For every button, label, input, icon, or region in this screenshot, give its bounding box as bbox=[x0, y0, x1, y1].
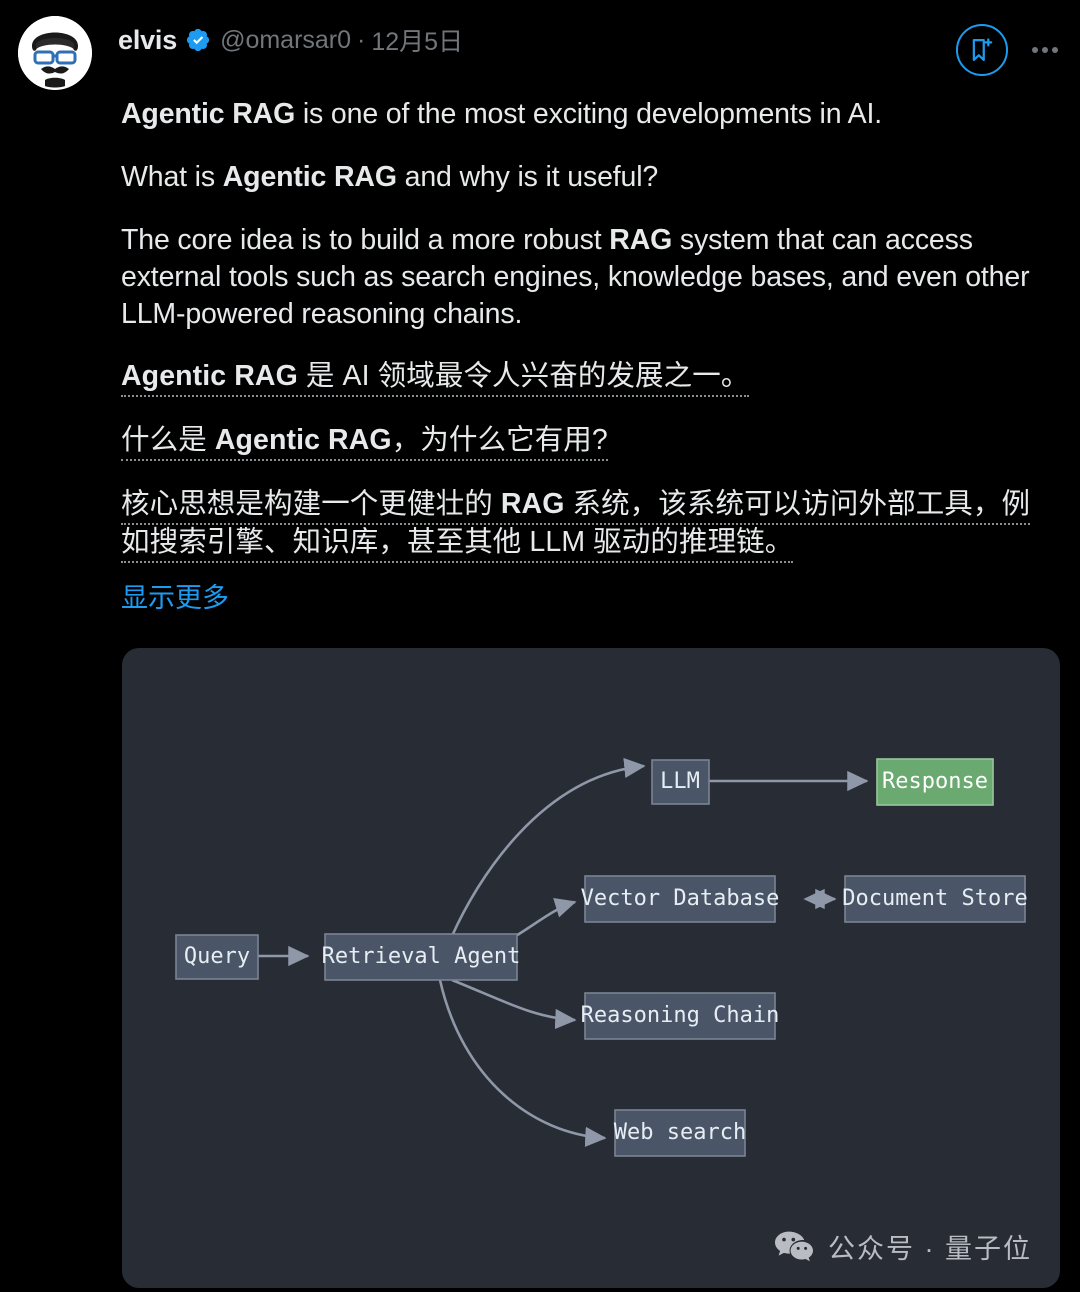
diagram-card[interactable]: Query Retrieval Agent LLM Response Vecto… bbox=[122, 648, 1060, 1288]
paragraph-zh-1-bold: Agentic RAG bbox=[121, 360, 298, 392]
paragraph-en-3: The core idea is to build a more robust … bbox=[121, 222, 1042, 333]
paragraph-en-2-bold: Agentic RAG bbox=[222, 161, 397, 193]
paragraph-zh-2-pre: 什么是 bbox=[121, 424, 215, 456]
more-dot bbox=[1032, 47, 1038, 53]
paragraph-en-1-bold: Agentic RAG bbox=[121, 98, 296, 130]
paragraph-zh-2: 什么是 Agentic RAG，为什么它有用? bbox=[121, 421, 1042, 461]
author-handle[interactable]: @omarsar0 bbox=[220, 25, 352, 54]
header-actions bbox=[956, 14, 1062, 76]
paragraph-zh-3-pre: 核心思想是构建一个更健壮的 bbox=[121, 488, 501, 520]
paragraph-en-3-post: system that can access external tools su… bbox=[121, 224, 1030, 330]
more-dot bbox=[1052, 47, 1058, 53]
node-llm: LLM bbox=[651, 759, 710, 805]
edge-agent-reasoning bbox=[451, 978, 577, 1030]
node-document-store: Document Store bbox=[842, 875, 1028, 923]
more-horizontal-icon[interactable] bbox=[1028, 33, 1062, 67]
author-line: elvis @omarsar0 · 12月5日 bbox=[92, 14, 956, 58]
watermark-text: 公众号 · 量子位 bbox=[828, 1234, 1032, 1264]
paragraph-zh-1: Agentic RAG 是 AI 领域最令人兴奋的发展之一。 bbox=[121, 357, 1042, 397]
paragraph-zh-3-bold: RAG bbox=[500, 488, 565, 520]
paragraph-zh-2-post: ，为什么它有用? bbox=[391, 424, 608, 456]
paragraph-zh-2-bold: Agentic RAG bbox=[214, 424, 392, 456]
wechat-icon bbox=[774, 1230, 814, 1264]
display-name[interactable]: elvis bbox=[118, 24, 178, 55]
node-query: Query bbox=[175, 934, 259, 980]
edge-agent-websearch bbox=[438, 979, 607, 1148]
tweet-body: Agentic RAG is one of the most exciting … bbox=[18, 96, 1062, 615]
svg-text:Web search: Web search bbox=[614, 1120, 746, 1145]
paragraph-en-2: What is Agentic RAG and why is it useful… bbox=[121, 159, 1042, 196]
paragraph-zh-3-underline: 核心思想是构建一个更健壮的 RAG 系统，该系统可以访问外部工具，例如搜索引擎、… bbox=[121, 488, 1031, 563]
watermark: 公众号 · 量子位 bbox=[774, 1227, 1032, 1266]
node-retrieval-agent: Retrieval Agent bbox=[322, 933, 521, 981]
paragraph-zh-1-underline: Agentic RAG 是 AI 领域最令人兴奋的发展之一。 bbox=[121, 360, 750, 397]
svg-text:Vector Database: Vector Database bbox=[581, 886, 780, 911]
svg-text:Query: Query bbox=[184, 944, 250, 969]
node-response: Response bbox=[876, 758, 994, 806]
paragraph-en-2-post: and why is it useful? bbox=[396, 161, 659, 193]
paragraph-en-1-rest: is one of the most exciting developments… bbox=[295, 98, 882, 130]
paragraph-en-3-bold: RAG bbox=[609, 224, 673, 256]
paragraph-en-3-pre: The core idea is to build a more robust bbox=[121, 224, 610, 256]
paragraph-zh-3-post: 系统，该系统可以访问外部工具，例如搜索引擎、知识库，甚至其他 LLM 驱动的推理… bbox=[121, 488, 1031, 558]
separator: · bbox=[357, 25, 366, 54]
paragraph-en-2-pre: What is bbox=[121, 161, 223, 193]
show-more-link[interactable]: 显示更多 bbox=[121, 583, 229, 613]
node-vector-database: Vector Database bbox=[581, 875, 780, 923]
verified-badge-icon bbox=[185, 27, 211, 53]
avatar[interactable] bbox=[18, 16, 92, 90]
node-reasoning-chain: Reasoning Chain bbox=[581, 992, 780, 1040]
more-dot bbox=[1042, 47, 1048, 53]
svg-text:Retrieval Agent: Retrieval Agent bbox=[322, 944, 521, 969]
svg-text:Reasoning Chain: Reasoning Chain bbox=[581, 1003, 780, 1028]
svg-text:Document Store: Document Store bbox=[842, 886, 1027, 911]
paragraph-zh-2-underline: 什么是 Agentic RAG，为什么它有用? bbox=[121, 424, 608, 461]
paragraph-zh-3: 核心思想是构建一个更健壮的 RAG 系统，该系统可以访问外部工具，例如搜索引擎、… bbox=[121, 485, 1042, 563]
svg-text:Response: Response bbox=[882, 769, 988, 794]
edge-agent-llm bbox=[450, 757, 646, 937]
paragraph-en-1: Agentic RAG is one of the most exciting … bbox=[121, 96, 1042, 133]
tweet-header: elvis @omarsar0 · 12月5日 bbox=[18, 14, 1062, 92]
agentic-rag-flowchart: Query Retrieval Agent LLM Response Vecto… bbox=[175, 757, 1028, 1157]
node-web-search: Web search bbox=[614, 1109, 746, 1157]
paragraph-zh-1-rest: 是 AI 领域最令人兴奋的发展之一。 bbox=[297, 360, 750, 392]
bookmark-plus-icon[interactable] bbox=[956, 24, 1008, 76]
svg-text:LLM: LLM bbox=[660, 769, 700, 794]
post-date[interactable]: 12月5日 bbox=[371, 28, 464, 56]
